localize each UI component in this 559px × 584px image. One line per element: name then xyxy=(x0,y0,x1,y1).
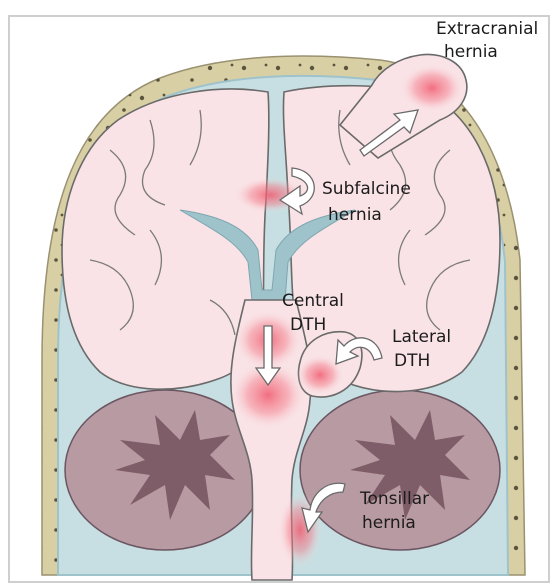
label-central-line2: DTH xyxy=(290,315,326,335)
glow-extracranial xyxy=(400,64,464,112)
label-tonsillar-line1: Tonsillar xyxy=(359,489,429,509)
label-extracranial-line2: hernia xyxy=(444,42,498,62)
label-central-line1: Central xyxy=(282,291,344,311)
label-tonsillar-line2: hernia xyxy=(362,513,416,533)
label-lateral-line1: Lateral xyxy=(392,327,451,347)
label-lateral-line2: DTH xyxy=(394,351,430,371)
label-subfalcine-line1: Subfalcine xyxy=(322,179,411,199)
label-subfalcine-line2: hernia xyxy=(328,205,382,225)
label-extracranial-line1: Extracranial xyxy=(436,19,538,39)
